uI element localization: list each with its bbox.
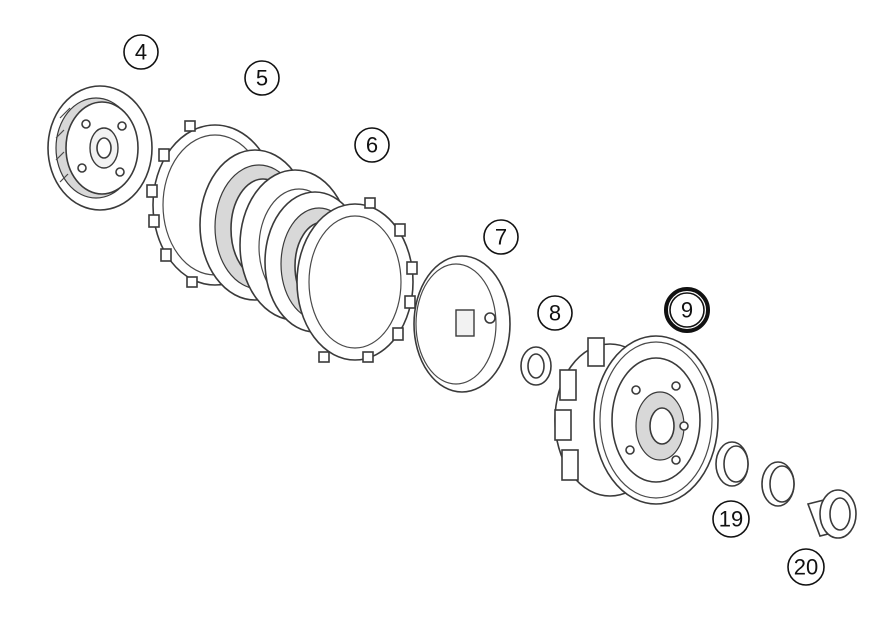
svg-text:8: 8 (549, 301, 561, 326)
svg-text:19: 19 (719, 507, 743, 532)
svg-text:20: 20 (794, 555, 818, 580)
part-4-inner-hub[interactable] (47, 85, 153, 211)
svg-text:6: 6 (366, 133, 378, 158)
callout-19[interactable]: 19 (712, 500, 750, 538)
callout-9[interactable]: 9 (664, 287, 710, 333)
callout-6[interactable]: 6 (354, 127, 390, 163)
callout-4[interactable]: 4 (123, 34, 159, 70)
svg-text:5: 5 (256, 66, 268, 91)
part-8-washer[interactable] (520, 346, 552, 386)
part-7-pressure-plate[interactable] (413, 255, 511, 393)
part-20-bushing[interactable] (806, 489, 857, 539)
callout-7[interactable]: 7 (483, 219, 519, 255)
callout-5[interactable]: 5 (244, 60, 280, 96)
svg-text:9: 9 (681, 298, 693, 323)
callout-20[interactable]: 20 (787, 548, 825, 586)
callout-8[interactable]: 8 (537, 295, 573, 331)
part-19-needle-bearings[interactable] (715, 441, 795, 507)
part-6-steel-plates[interactable] (264, 191, 418, 363)
part-9-clutch-basket[interactable] (554, 335, 719, 505)
svg-text:4: 4 (135, 40, 147, 65)
svg-text:7: 7 (495, 225, 507, 250)
